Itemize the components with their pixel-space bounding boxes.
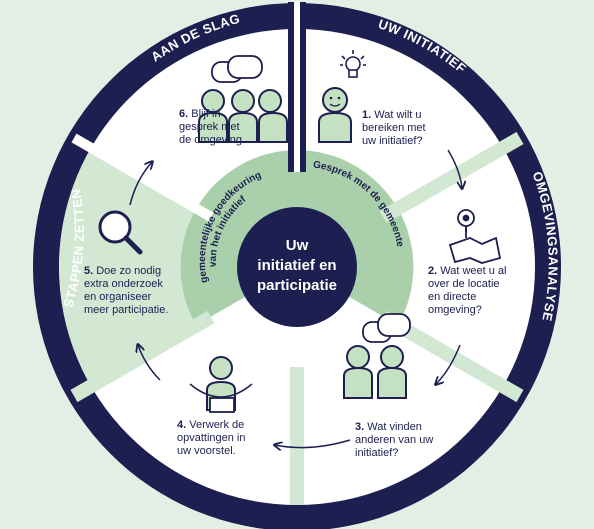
center-line-3: participatie	[257, 277, 337, 294]
step-5-line-4: meer participatie.	[84, 304, 168, 316]
center-line-1: Uw	[286, 237, 309, 254]
step-2-line-4: omgeving?	[428, 304, 482, 316]
center-circle	[237, 207, 357, 327]
step-4-line-1: 4. Verwerk de	[177, 419, 244, 431]
speech-bubbles-icon-step-6	[211, 55, 263, 83]
step-6-number: 6.	[179, 108, 191, 120]
step-5-number: 5.	[84, 265, 96, 277]
arrow-2-3	[436, 344, 461, 384]
person-laptop-icon-step-4	[189, 356, 253, 413]
step-1-line-3: uw initiatief?	[362, 135, 423, 147]
step-3-line-3: initiatief?	[355, 447, 398, 459]
step-6-line-2: gesprek met	[179, 121, 240, 133]
step-3-number: 3.	[355, 421, 367, 433]
arrow-3-4	[275, 439, 351, 448]
sector-stappen-zetten	[59, 148, 297, 386]
person-icon-step-1	[318, 87, 352, 143]
step-4-line-3: uw voorstel.	[177, 445, 236, 457]
people-pair-icon-step-3	[343, 345, 407, 399]
arrow-1-2	[447, 149, 462, 188]
map-pin-icon	[448, 209, 502, 264]
arrow-5-6	[129, 162, 152, 206]
step-6-line-3: de omgeving.	[179, 134, 245, 146]
magnifier-icon	[98, 210, 143, 255]
step-5-line-1: 5. Doe zo nodig	[84, 265, 161, 277]
step-2-number: 2.	[428, 265, 440, 277]
center-line-2: initiatief en	[257, 257, 336, 274]
arrow-4-5	[138, 345, 161, 381]
people-group-icon-step-6	[198, 89, 288, 143]
step-5-line-2: extra onderzoek	[84, 278, 163, 290]
step-1-line-2: bereiken met	[362, 122, 426, 134]
step-4-line-2: opvattingen in	[177, 432, 246, 444]
step-2-line-3: en directe	[428, 291, 476, 303]
lightbulb-icon	[340, 50, 366, 78]
top-gap-line	[294, 2, 300, 172]
divider-top-left	[71, 133, 214, 222]
step-5-line-3: en organiseer	[84, 291, 152, 303]
step-2-line-2: over de locatie	[428, 278, 500, 290]
step-3-line-1: 3. Wat vinden	[355, 421, 422, 433]
step-2-line-1: 2. Wat weet u al	[428, 265, 506, 277]
flow-arrows	[129, 149, 462, 448]
step-1-number: 1.	[362, 109, 374, 121]
step-4-number: 4.	[177, 419, 189, 431]
step-1-line-1: 1. Wat wilt u	[362, 109, 422, 121]
step-3-line-2: anderen van uw	[355, 434, 433, 446]
step-6-line-1: 6. Blijf in	[179, 108, 221, 120]
speech-bubbles-icon-step-3	[362, 313, 411, 343]
